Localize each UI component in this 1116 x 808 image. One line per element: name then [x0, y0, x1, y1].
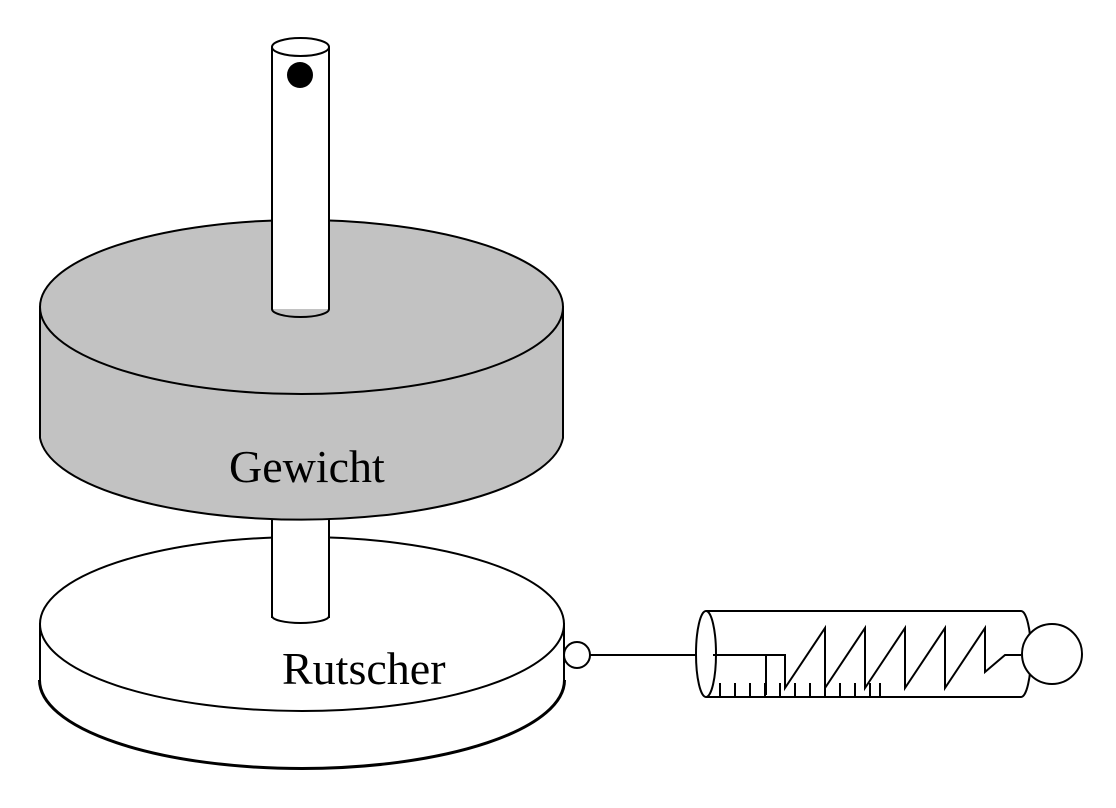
attachment-eyelet	[563, 641, 591, 669]
slider-disk	[38, 536, 566, 770]
rod-upper-segment	[271, 37, 330, 318]
spring-scale-icon	[563, 610, 1083, 698]
rod-top-cap	[271, 37, 330, 57]
weight-label: Gewicht	[229, 441, 385, 492]
scale-hook-ring	[1021, 623, 1083, 685]
scale-graduations	[719, 683, 881, 697]
weight-disk	[39, 219, 564, 521]
rod-lower-segment	[271, 512, 330, 624]
slider-label: Rutscher	[282, 643, 446, 694]
rod-hole-icon	[287, 62, 313, 88]
spring-coil	[766, 624, 1021, 692]
